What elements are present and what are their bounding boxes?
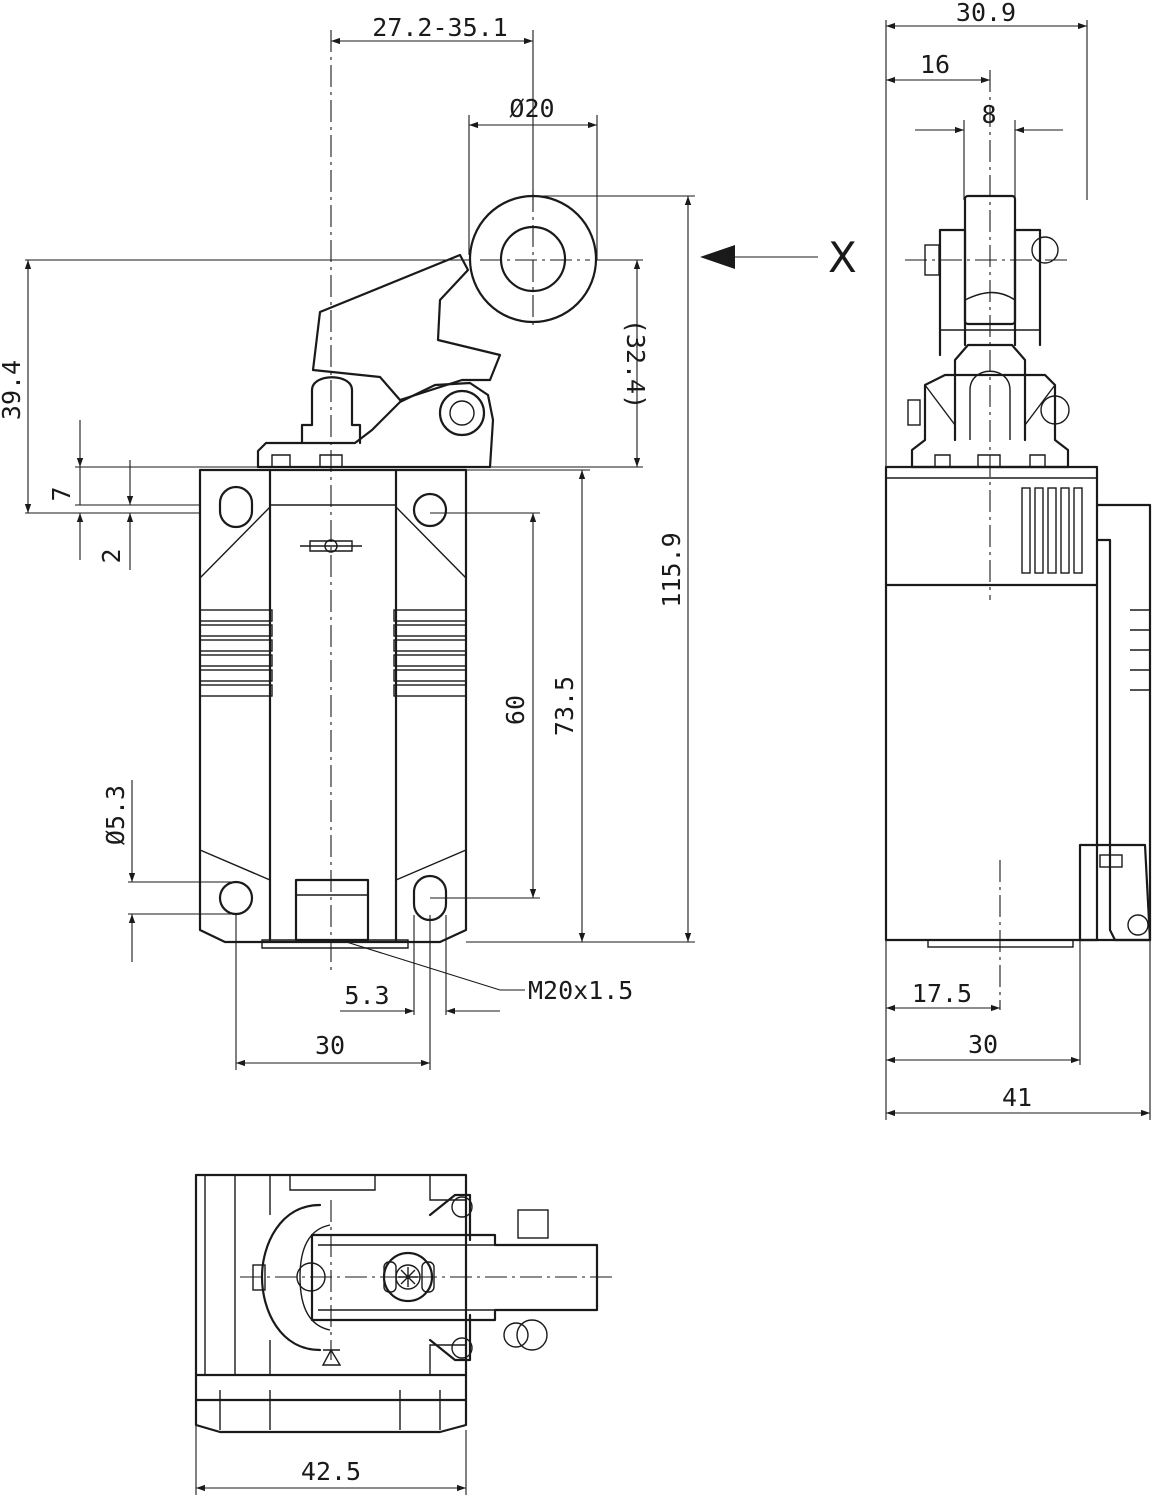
dim-8: 8 [981,100,996,129]
mounting-slot-top-left [218,485,254,529]
bottom-pivot-body [260,1203,322,1352]
dim-60: 60 [501,695,530,725]
lever-arm [311,253,502,402]
plunger [300,376,362,445]
side-view: 30.9 16 8 17.5 30 41 [884,0,1152,1120]
dim-2: 2 [97,548,126,563]
dim-17-5: 17.5 [912,979,972,1008]
dim-7: 7 [47,486,76,501]
dim-16: 16 [920,50,950,79]
view-direction-marker: X [700,233,857,282]
view-label-x: X [828,233,857,282]
bottom-lever [310,1233,599,1322]
dim-41: 41 [1002,1083,1032,1112]
arrow-left-icon [700,245,735,269]
side-head [910,373,1070,469]
mounting-hole-top-right [412,492,448,528]
bottom-view: 42.5 [194,1173,612,1495]
mounting-hole-bottom-left [218,880,254,916]
side-roller [963,194,1017,326]
head-outline [256,381,495,469]
dim-39-4: 39.4 [0,360,26,420]
dim-30-front: 30 [315,1031,345,1060]
side-housing [884,465,1099,942]
dim-73-5: 73.5 [550,676,579,736]
cable-entry [294,878,370,942]
front-view: 27.2-35.1 Ø20 39.4 7 2 (32.4) 115.9 73.5… [0,13,695,1070]
ribs-left [199,609,273,697]
dim-30-side: 30 [968,1030,998,1059]
thread-label: M20x1.5 [528,976,633,1005]
dim-115-9: 115.9 [657,532,686,607]
dim-32-4: (32.4) [621,319,650,409]
ribs-right [393,609,467,697]
dim-5-3: 5.3 [344,981,389,1010]
dim-dia-20: Ø20 [509,94,554,123]
dim-30-9: 30.9 [956,0,1016,27]
side-fins [1021,487,1083,574]
dim-42-5: 42.5 [301,1457,361,1486]
dim-27-35: 27.2-35.1 [372,13,507,42]
lever-pivot [438,389,486,437]
dim-dia-5-3: Ø5.3 [101,785,130,845]
side-plunger-housing [953,343,1027,442]
